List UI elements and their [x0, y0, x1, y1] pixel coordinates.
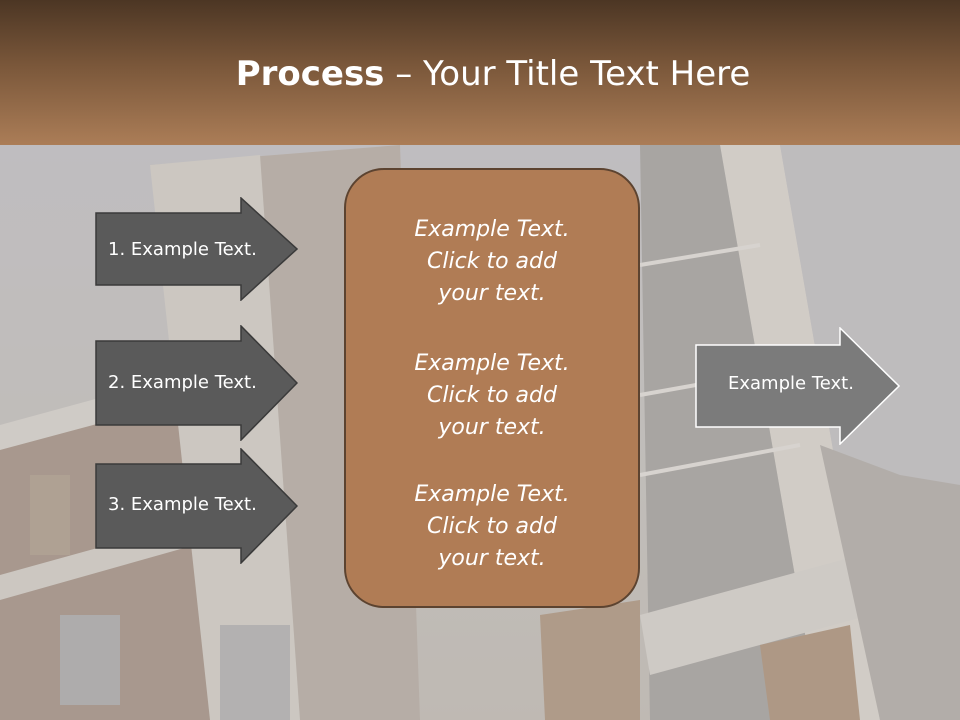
step-label-2: 2. Example Text. — [108, 372, 257, 393]
step-arrow-1[interactable]: 1. Example Text. — [95, 197, 298, 301]
step-arrow-2[interactable]: 2. Example Text. — [95, 325, 298, 441]
wood-panel — [760, 625, 860, 720]
slide-title[interactable]: Process – Your Title Text Here — [0, 52, 960, 96]
output-label: Example Text. — [728, 373, 854, 394]
balcony-rail — [639, 243, 761, 267]
arrow-shape — [695, 327, 900, 445]
block-line: Example Text. — [414, 351, 570, 376]
title-bold: Process — [235, 54, 385, 94]
dark-wall — [820, 445, 960, 720]
center-block-2: Example Text. Click to add your text. — [346, 348, 638, 444]
center-block-3: Example Text. Click to add your text. — [346, 479, 638, 575]
block-line: Click to add — [427, 383, 557, 408]
center-text-box[interactable]: Example Text. Click to add your text. Ex… — [344, 168, 640, 608]
step-arrow-3[interactable]: 3. Example Text. — [95, 448, 298, 564]
balcony-rail — [639, 443, 801, 477]
block-line: your text. — [438, 415, 546, 440]
block-line: Click to add — [427, 514, 557, 539]
arrow-shape — [95, 448, 298, 564]
step-label-3: 3. Example Text. — [108, 494, 257, 515]
concrete-column — [150, 155, 300, 720]
window — [60, 615, 120, 705]
center-block-1: Example Text. Click to add your text. — [346, 214, 638, 310]
balcony-recess — [640, 145, 820, 720]
block-line: Click to add — [427, 249, 557, 274]
title-rest: – Your Title Text Here — [384, 54, 751, 94]
slide-header — [0, 0, 960, 145]
window-panel — [30, 475, 70, 555]
block-line: Example Text. — [414, 217, 570, 242]
step-label-1: 1. Example Text. — [108, 239, 257, 260]
block-line: Example Text. — [414, 482, 570, 507]
block-line: your text. — [438, 281, 546, 306]
output-arrow[interactable]: Example Text. — [695, 327, 900, 445]
arrow-shape — [95, 197, 298, 301]
balcony-slab — [640, 555, 870, 675]
window — [220, 625, 290, 720]
wood-panel — [540, 600, 640, 720]
arrow-shape — [95, 325, 298, 441]
block-line: your text. — [438, 546, 546, 571]
